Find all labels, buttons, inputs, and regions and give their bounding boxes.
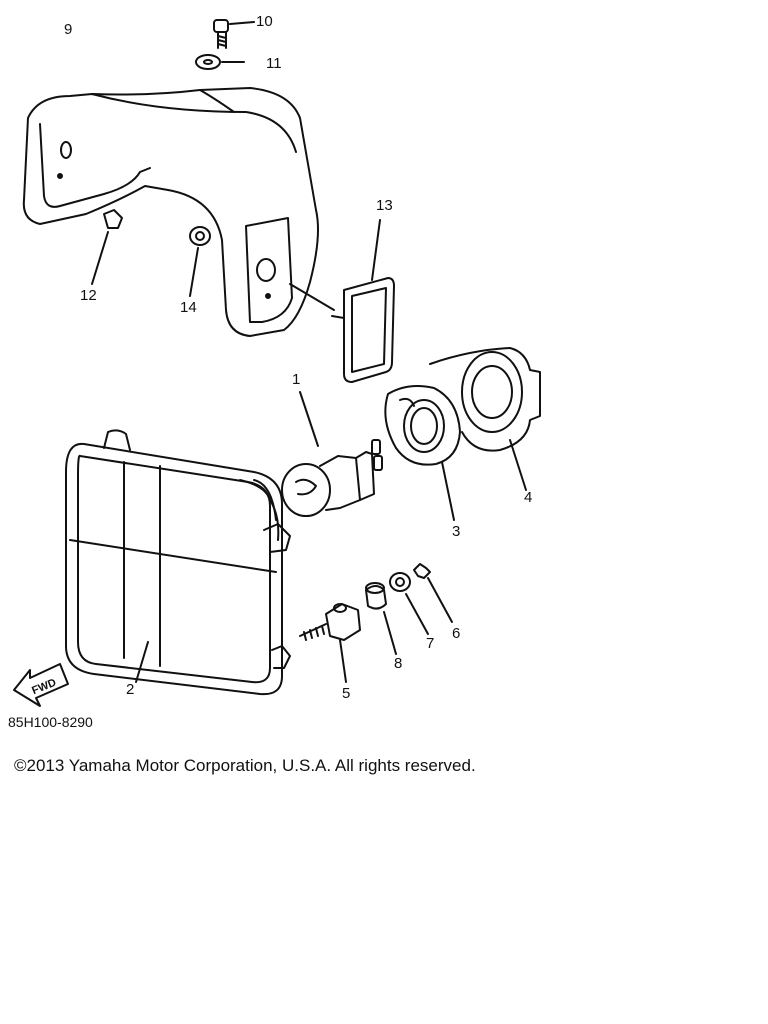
label-part-5: 5 (342, 685, 351, 702)
forward-direction-arrow: FWD (13, 663, 69, 707)
label-part-10: 10 (256, 13, 273, 30)
label-part-8: 8 (394, 655, 403, 672)
bolt-10 (213, 19, 255, 49)
headlight-case (22, 87, 319, 337)
label-part-12: 12 (80, 287, 97, 304)
label-part-2: 2 (126, 681, 135, 698)
label-part-3: 3 (452, 523, 461, 540)
nut-6 (413, 563, 453, 623)
exploded-parts-diagram: FWD (13, 19, 541, 707)
nut-12 (91, 209, 123, 285)
copyright-notice: ©2013 Yamaha Motor Corporation, U.S.A. A… (14, 756, 476, 775)
adjusting-screw-5 (299, 603, 361, 683)
label-part-11: 11 (266, 55, 282, 72)
spacer-8 (365, 582, 397, 655)
label-part-6: 6 (452, 625, 461, 642)
headlight-unit (65, 429, 291, 696)
label-part-1: 1 (292, 371, 301, 388)
washer-7 (389, 572, 429, 635)
label-part-13: 13 (376, 197, 393, 214)
bulb-socket-ring-3 (384, 385, 461, 521)
bulb-1 (281, 391, 383, 517)
label-part-7: 7 (426, 635, 435, 652)
reflector-13 (289, 219, 395, 383)
label-part-14: 14 (180, 299, 197, 316)
dust-cover-4 (429, 347, 541, 491)
label-part-4: 4 (524, 489, 533, 506)
label-part-9: 9 (64, 21, 73, 38)
diagram-code: 85H100-8290 (8, 714, 93, 730)
grommet-14 (189, 226, 211, 297)
washer-11 (195, 54, 245, 70)
